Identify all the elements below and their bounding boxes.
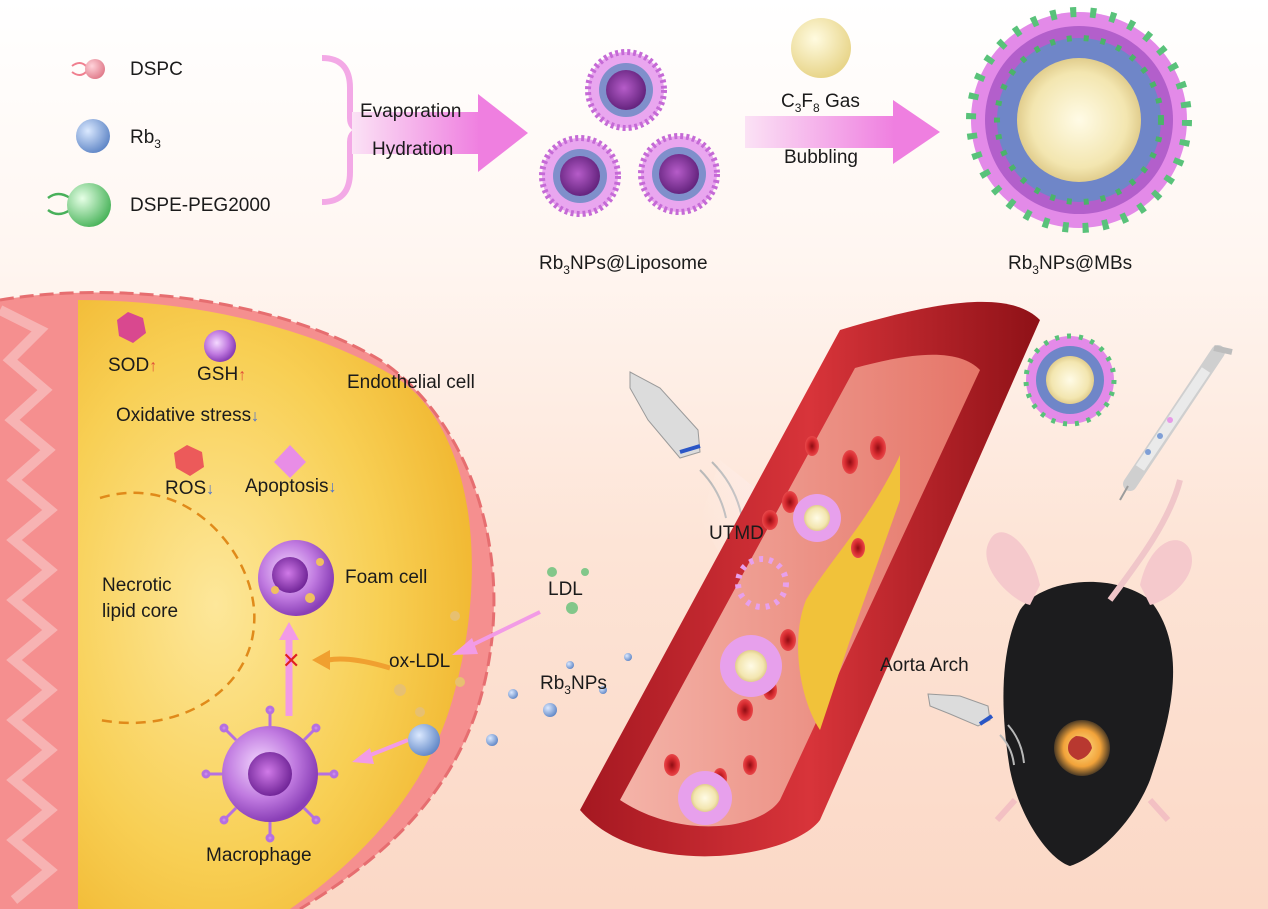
ros-icon [174, 445, 204, 476]
ultrasound-probe-icon [629, 371, 743, 519]
evaporation-arrow [352, 94, 528, 172]
blocked-cross-icon: ✕ [282, 648, 300, 673]
dspc-lipid-icon [71, 59, 105, 79]
c3f8-gas-label: C3F8 Gas [781, 91, 860, 115]
macrophage-label: Macrophage [206, 845, 312, 866]
legend-dspe-peg2000-label: DSPE-PEG2000 [130, 195, 271, 216]
blood-vessel [580, 301, 1040, 857]
apoptosis-icon [274, 445, 306, 478]
legend-rb3-label: Rb3 [130, 127, 161, 151]
necrotic-label-line1: Necrotic [102, 575, 172, 596]
gsh-icon [204, 330, 236, 362]
mouse-ultrasound-probe-icon [927, 693, 1025, 766]
microbubble-label: Rb3NPs@MBs [1008, 253, 1133, 277]
necrotic-core-boundary [99, 491, 256, 725]
utmd-label: UTMD [709, 523, 764, 544]
gsh-label: GSH↑ [197, 364, 247, 385]
ros-label: ROS↓ [165, 478, 215, 499]
liposome-cluster [539, 49, 720, 217]
rb3-sphere-icon [76, 119, 110, 153]
apoptosis-down-arrow-icon: ↓ [328, 479, 337, 496]
liposome-left [539, 135, 621, 217]
macrophage-icon [201, 705, 339, 843]
bubbling-arrow [745, 100, 940, 164]
bubbling-label: Bubbling [784, 147, 858, 168]
microbubble-small [1023, 333, 1117, 427]
ldl-particles [547, 567, 589, 614]
rb3-nanoparticles [408, 653, 632, 756]
necrotic-label-line2: lipid core [102, 601, 179, 622]
hydration-label: Hydration [372, 139, 454, 160]
endothelial-cell-label: Endothelial cell [347, 372, 475, 393]
rb3nps-label: Rb3NPs [540, 673, 607, 697]
vessel-microbubbles [678, 494, 841, 825]
ox-ldl-to-core-arrow [327, 656, 391, 671]
ox-ldl-label: ox-LDL [389, 651, 451, 672]
microbubble-large [966, 7, 1192, 233]
ldl-oxidation-arrow [469, 610, 541, 648]
evaporation-label: Evaporation [360, 101, 462, 122]
ros-down-arrow-icon: ↓ [206, 481, 215, 498]
foam-cell-icon [258, 540, 334, 616]
sod-label: SOD↑ [108, 355, 158, 376]
syringe-icon [1119, 345, 1233, 501]
gsh-up-arrow-icon: ↑ [238, 367, 247, 384]
aorta-arch-label: Aorta Arch [880, 655, 969, 676]
ldl-label: LDL [548, 579, 583, 600]
liposome-right [638, 133, 720, 215]
oxidative-stress-down-arrow-icon: ↓ [251, 408, 260, 425]
apoptosis-label: Apoptosis↓ [245, 476, 337, 497]
c3f8-gas-bubble-icon [791, 18, 851, 78]
legend-dspc-label: DSPC [130, 59, 183, 80]
liposome-label: Rb3NPs@Liposome [539, 253, 708, 277]
sod-icon [117, 312, 146, 343]
ox-ldl-particles [394, 611, 465, 717]
dspe-peg2000-lipid-icon [47, 183, 111, 227]
rb3-to-macrophage-arrow [367, 738, 409, 758]
mouse-illustration [986, 479, 1192, 866]
sod-up-arrow-icon: ↑ [149, 358, 158, 375]
liposome-top [585, 49, 667, 131]
foam-cell-label: Foam cell [345, 567, 428, 588]
oxidative-stress-label: Oxidative stress↓ [116, 405, 260, 426]
